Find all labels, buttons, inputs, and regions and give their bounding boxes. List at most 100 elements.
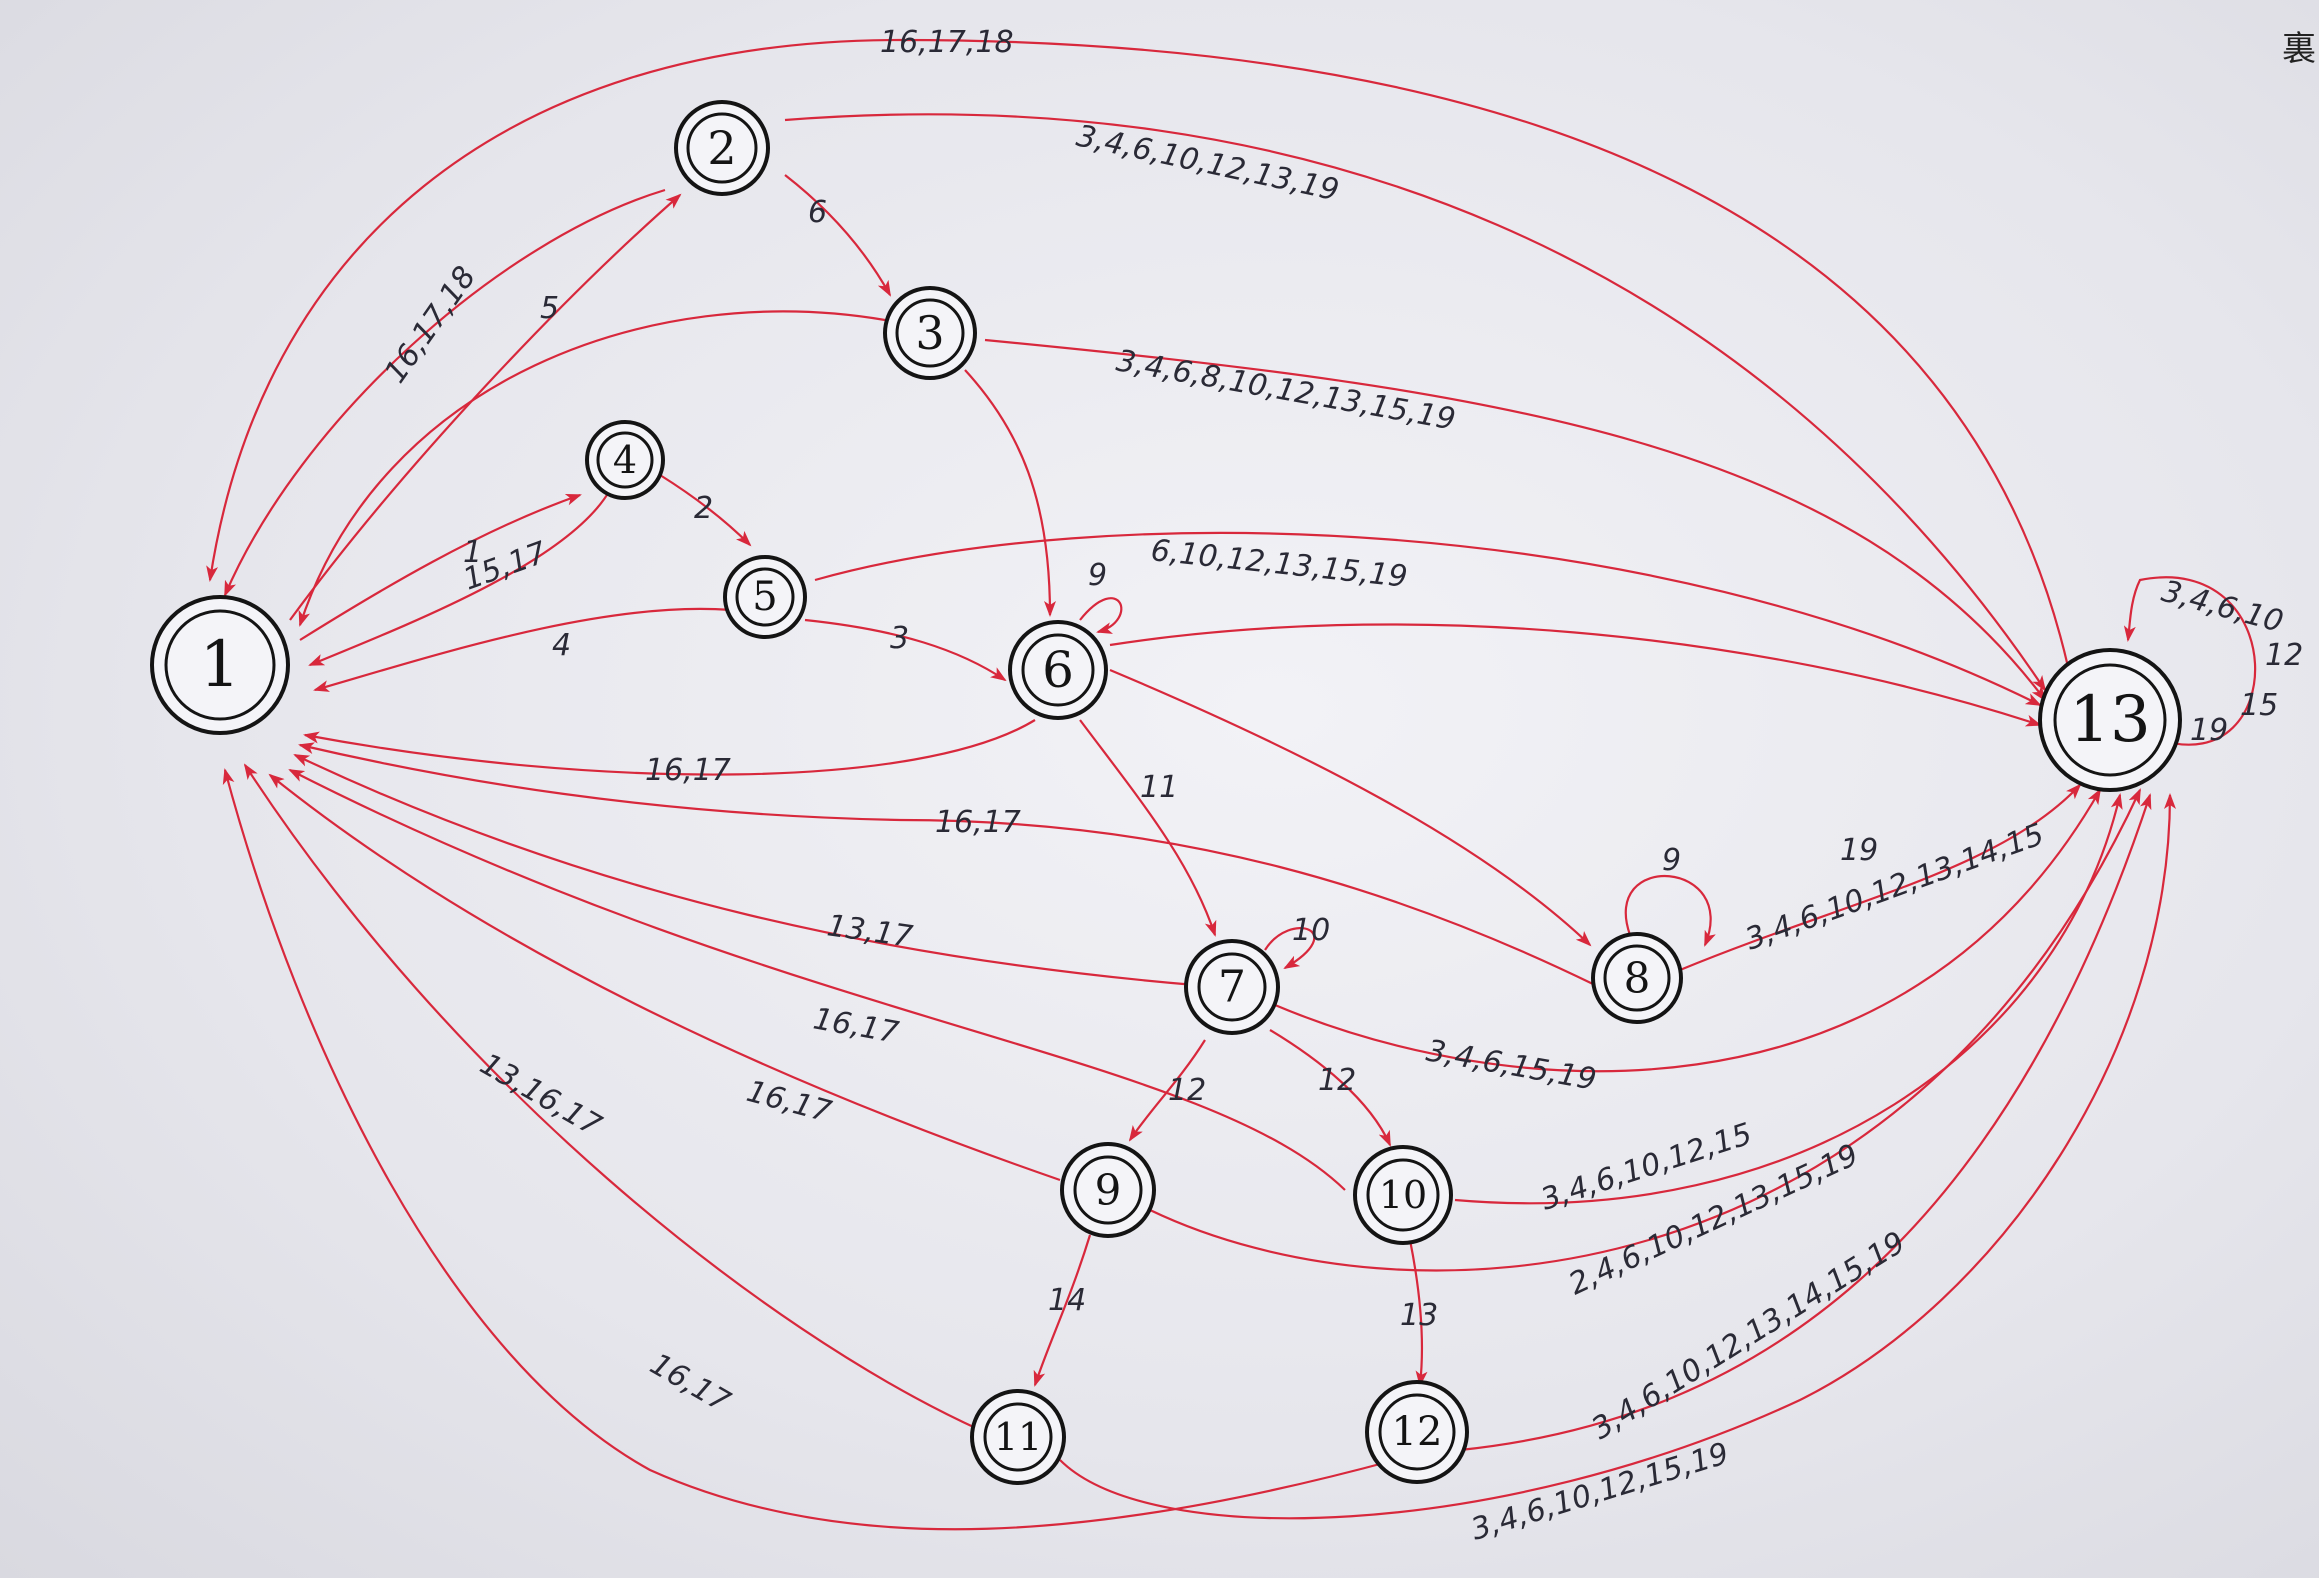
state-node-4-label: 4 [613,438,637,482]
state-node-9[interactable]: 9 [1060,1142,1156,1238]
edge-n5-n6 [804,618,1007,682]
state-node-4[interactable]: 4 [585,420,665,500]
label-n6-n1: 16,17 [645,753,731,788]
label-n13-loop-d: 15 [2240,688,2278,723]
corner-mark: 裏 [2282,29,2316,69]
state-node-13[interactable]: 13 [2038,648,2182,792]
label-n1-n4: 1 [463,535,482,570]
label-n11-n13: 3,4,6,10,12,15,19 [1467,1436,1733,1548]
label-n10-n1: 16,17 [811,1001,902,1050]
edge-n5-n1 [313,607,731,692]
state-node-6-label: 6 [1042,641,1074,699]
edge-n4-n1 [308,489,611,667]
label-n5-n13: 6,10,12,13,15,19 [1149,533,1409,595]
state-node-2[interactable]: 2 [674,100,770,196]
edge-n9-n1 [268,773,1061,1182]
edges [206,38,2257,1531]
label-n5-n1: 4 [552,628,571,663]
label-n10-n12: 13 [1400,1298,1438,1333]
state-node-10[interactable]: 10 [1353,1145,1453,1245]
state-node-8-label: 8 [1624,954,1651,1003]
edge-n7-loop [1264,927,1316,970]
label-n7-loop: 10 [1292,913,1330,948]
label-n9-n11: 14 [1048,1283,1086,1318]
edge-n7-n10 [1269,1029,1392,1147]
label-n4-n5: 2 [694,491,713,526]
label-n2-n1: 16,17,18 [378,260,483,390]
state-node-10-label: 10 [1379,1173,1427,1217]
label-n8-loop: 9 [1662,843,1681,878]
state-node-2-label: 2 [707,121,736,175]
label-n13-loop-c: 19 [2190,713,2228,748]
edge-n2-n13 [784,113,2047,692]
label-n1-n2: 5 [540,291,559,326]
edge-n12-n13 [1459,793,2152,1452]
state-node-5-label: 5 [752,574,777,620]
edge-n11-n1 [243,763,981,1432]
state-node-9-label: 9 [1095,1166,1122,1215]
edge-n2-n3 [784,174,891,297]
label-n6-n7: 11 [1140,770,1178,805]
edge-n5-n13 [814,531,2042,706]
edge-n8-loop [1624,875,1716,947]
state-node-12-label: 12 [1392,1409,1443,1455]
edge-n6-n7 [1079,719,1217,937]
label-n2-n13: 3,4,6,10,12,13,19 [1073,119,1342,209]
edge-labels: 16,17,18 16,17,18 5 3,4,6,10,12,13,19 6 … [378,25,2303,1548]
label-n13-loop-b: 12 [2265,638,2303,673]
label-n5-n6: 3 [890,621,909,656]
state-node-11-label: 11 [994,1415,1042,1459]
edge-n10-n1 [288,769,1346,1191]
state-node-3-label: 3 [915,306,944,360]
label-n11-n1: 13,16,17 [474,1047,607,1144]
state-node-7-label: 7 [1218,962,1246,1013]
edge-n9-n13 [1149,788,2141,1272]
edge-n2-n1 [223,188,666,597]
edge-n7-n1 [293,754,1196,987]
label-n7-n10: 12 [1318,1063,1356,1098]
edge-n11-n13 [1059,793,2176,1520]
label-n12-n1: 16,17 [644,1347,736,1420]
state-node-7[interactable]: 7 [1184,939,1280,1035]
state-node-11[interactable]: 11 [970,1389,1066,1485]
label-n9-n1: 16,17 [743,1074,835,1130]
edge-n10-n12 [1408,1239,1428,1387]
label-top-arc: 16,17,18 [880,25,1014,60]
label-n6-loop: 9 [1088,558,1107,593]
edge-n3-n6 [964,369,1056,617]
state-node-1[interactable]: 1 [150,595,290,735]
edge-n6-n13 [1109,623,2042,727]
label-n7-n13: 3,4,6,15,19 [1424,1033,1599,1097]
label-n8-n1: 16,17 [935,805,1021,840]
edge-n3-n13 [984,338,2047,702]
edge-n7-n9 [1128,1039,1206,1142]
state-node-3[interactable]: 3 [883,286,977,380]
edge-n4-n5 [659,474,752,547]
edge-n1-n4 [299,493,582,641]
state-node-8[interactable]: 8 [1591,932,1683,1024]
label-n7-n1: 13,17 [825,908,915,955]
edge-n6-n1 [303,719,1036,776]
label-n7-n9: 12 [1168,1073,1206,1108]
edge-n6-loop [1079,597,1123,634]
state-node-12[interactable]: 12 [1365,1380,1469,1484]
edge-n7-n13 [1274,788,2101,1073]
edge-n6-n8 [1109,668,1592,947]
label-n8-n13: 3,4,6,10,12,13,14,15 [1741,817,2049,958]
state-node-1-label: 1 [200,628,241,702]
edge-n9-n11 [1033,1234,1092,1387]
label-n13-loop-a: 3,4,6,10 [2158,574,2287,640]
label-n8-n13-extra: 19 [1840,833,1878,868]
edge-n12-n1 [222,768,1396,1531]
edge-n8-n13 [1679,783,2082,972]
nodes: 1 2 3 4 5 6 7 [150,100,2182,1485]
label-n2-n3: 6 [808,195,827,230]
edge-n1-n2 [289,193,682,621]
state-node-5[interactable]: 5 [723,555,807,639]
edge-n8-n1 [298,742,1596,986]
edge-n13-loop [2123,576,2257,746]
edge-n3-n1 [298,310,886,627]
state-node-6[interactable]: 6 [1008,620,1108,720]
